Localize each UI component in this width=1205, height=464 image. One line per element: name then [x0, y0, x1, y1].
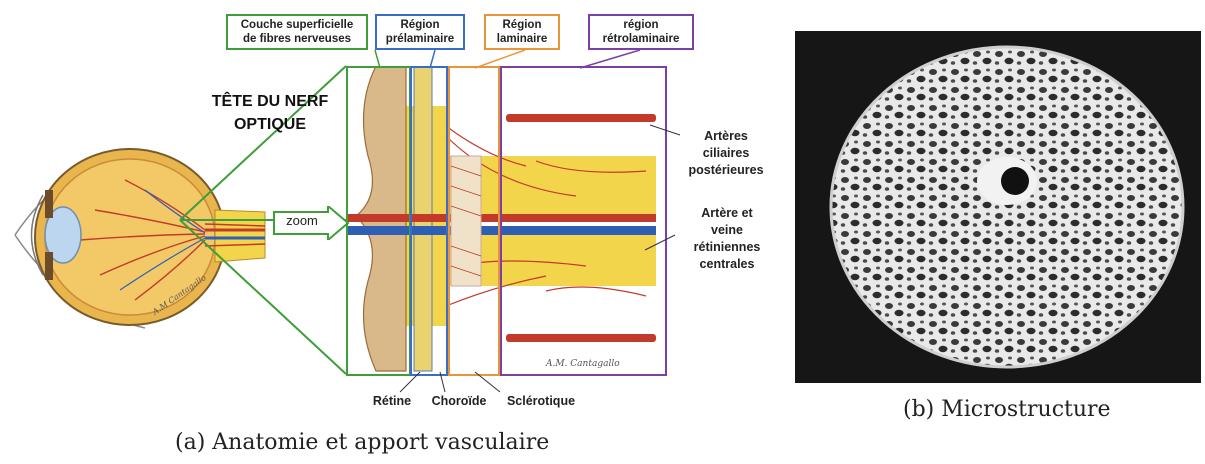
right-pointer-lines [640, 120, 700, 260]
region-label-prelaminaire-line-1: Région [381, 18, 459, 32]
region-label-laminaire-line-1: Région [490, 18, 554, 32]
title-line-2: OPTIQUE [180, 113, 360, 136]
microstructure-photo [795, 31, 1201, 383]
region-label-prelaminaire-line-2: prélaminaire [381, 32, 459, 46]
panel-a: A.M Cantagallo zoom TÊTE DU NERF OPTIQUE [0, 0, 790, 464]
label-choroide: Choroïde [424, 394, 494, 408]
region-label-laminaire-line-2: laminaire [490, 32, 554, 46]
region-label-retrolaminaire-line-2: rétrolaminaire [594, 32, 688, 46]
region-label-fibres-line-2: de fibres nerveuses [232, 32, 362, 46]
region-label-retrolaminaire-line-1: région [594, 18, 688, 32]
region-label-retrolaminaire: région rétrolaminaire [588, 14, 694, 50]
region-connectors [280, 50, 700, 70]
region-label-fibres-line-1: Couche superficielle [232, 18, 362, 32]
region-box-prelaminaire [410, 66, 448, 376]
zoom-label: zoom [282, 214, 322, 228]
label-retine: Rétine [362, 394, 422, 408]
porous-disc [795, 31, 1201, 383]
title-line-1: TÊTE DU NERF [180, 90, 360, 113]
region-label-laminaire: Région laminaire [484, 14, 560, 50]
caption-b: (b) Microstructure [903, 397, 1111, 422]
region-label-prelaminaire: Région prélaminaire [375, 14, 465, 50]
label-sclerotique: Sclérotique [496, 394, 586, 408]
region-box-laminaire [448, 66, 500, 376]
diagram-title: TÊTE DU NERF OPTIQUE [180, 90, 360, 136]
region-label-fibres: Couche superficielle de fibres nerveuses [226, 14, 368, 50]
bottom-pointer-lines [380, 370, 520, 394]
caption-a: (a) Anatomie et apport vasculaire [175, 430, 549, 455]
region-box-fibres [346, 66, 411, 376]
